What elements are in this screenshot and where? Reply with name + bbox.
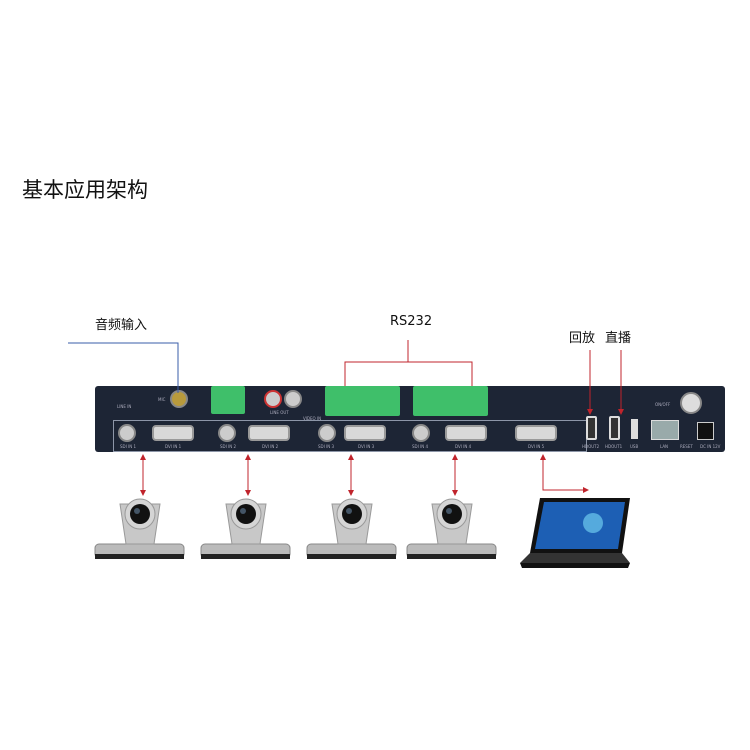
dvi-in-5-port (515, 425, 557, 441)
port-label: DVI IN 4 (455, 444, 472, 449)
laptop (520, 498, 630, 568)
dc-in-port (697, 422, 714, 440)
port-label: HDOUT1 (605, 444, 623, 449)
audio-input-label: 音频输入 (95, 318, 148, 333)
port-label: RESET (680, 444, 693, 449)
port-label: DVI IN 1 (165, 444, 182, 449)
line-out-r-jack (264, 390, 282, 408)
live-label: 直播 (605, 331, 632, 346)
mic-label: MIC (158, 397, 166, 402)
port-label: DC IN 12V (700, 444, 721, 449)
line-out-label: LINE OUT (270, 410, 289, 415)
power-switch (680, 392, 702, 414)
port-label: DVI IN 5 (528, 444, 545, 449)
laptop-arrow (540, 454, 589, 493)
port-label: LAN (660, 444, 669, 449)
port-label: SDI IN 1 (120, 444, 137, 449)
line-in-label: LINE IN (117, 404, 132, 409)
ptz-camera-4 (406, 498, 497, 560)
line-out-l-jack (284, 390, 302, 408)
video-in-label: VIDEO IN (303, 416, 322, 421)
ptz-camera-2 (200, 498, 291, 560)
power-label: ON/OFF (655, 402, 671, 407)
playback-label: 回放 (569, 331, 596, 346)
lan-port (651, 420, 679, 440)
audio-line (68, 342, 179, 393)
sdi-in-1-port (118, 424, 136, 442)
sdi-in-2-port (218, 424, 236, 442)
hdout2-port (586, 416, 597, 440)
port-label: SDI IN 3 (318, 444, 335, 449)
port-label: SDI IN 2 (220, 444, 237, 449)
dvi-in-3-port (344, 425, 386, 441)
rs232-bracket (344, 361, 473, 386)
audio-terminal-block (211, 386, 245, 414)
dvi-in-2-port (248, 425, 290, 441)
port-label: USB (630, 444, 639, 449)
dvi-in-4-port (445, 425, 487, 441)
sdi-in-4-port (412, 424, 430, 442)
mic-jack (170, 390, 188, 408)
ptz-camera-1 (94, 498, 185, 560)
hdout1-port (609, 416, 620, 440)
ptz-camera-3 (306, 498, 397, 560)
port-label: HDOUT2 (582, 444, 600, 449)
dvi-in-1-port (152, 425, 194, 441)
port-label: DVI IN 2 (262, 444, 279, 449)
sdi-in-3-port (318, 424, 336, 442)
port-label: DVI IN 3 (358, 444, 375, 449)
rs232-terminal-1 (325, 386, 400, 416)
port-label: SDI IN 4 (412, 444, 429, 449)
device-rear-panel (95, 386, 725, 452)
rs232-terminal-2 (413, 386, 488, 416)
rs232-label: RS232 (390, 314, 433, 329)
page-title: 基本应用架构 (22, 178, 148, 202)
usb-port (631, 419, 638, 439)
